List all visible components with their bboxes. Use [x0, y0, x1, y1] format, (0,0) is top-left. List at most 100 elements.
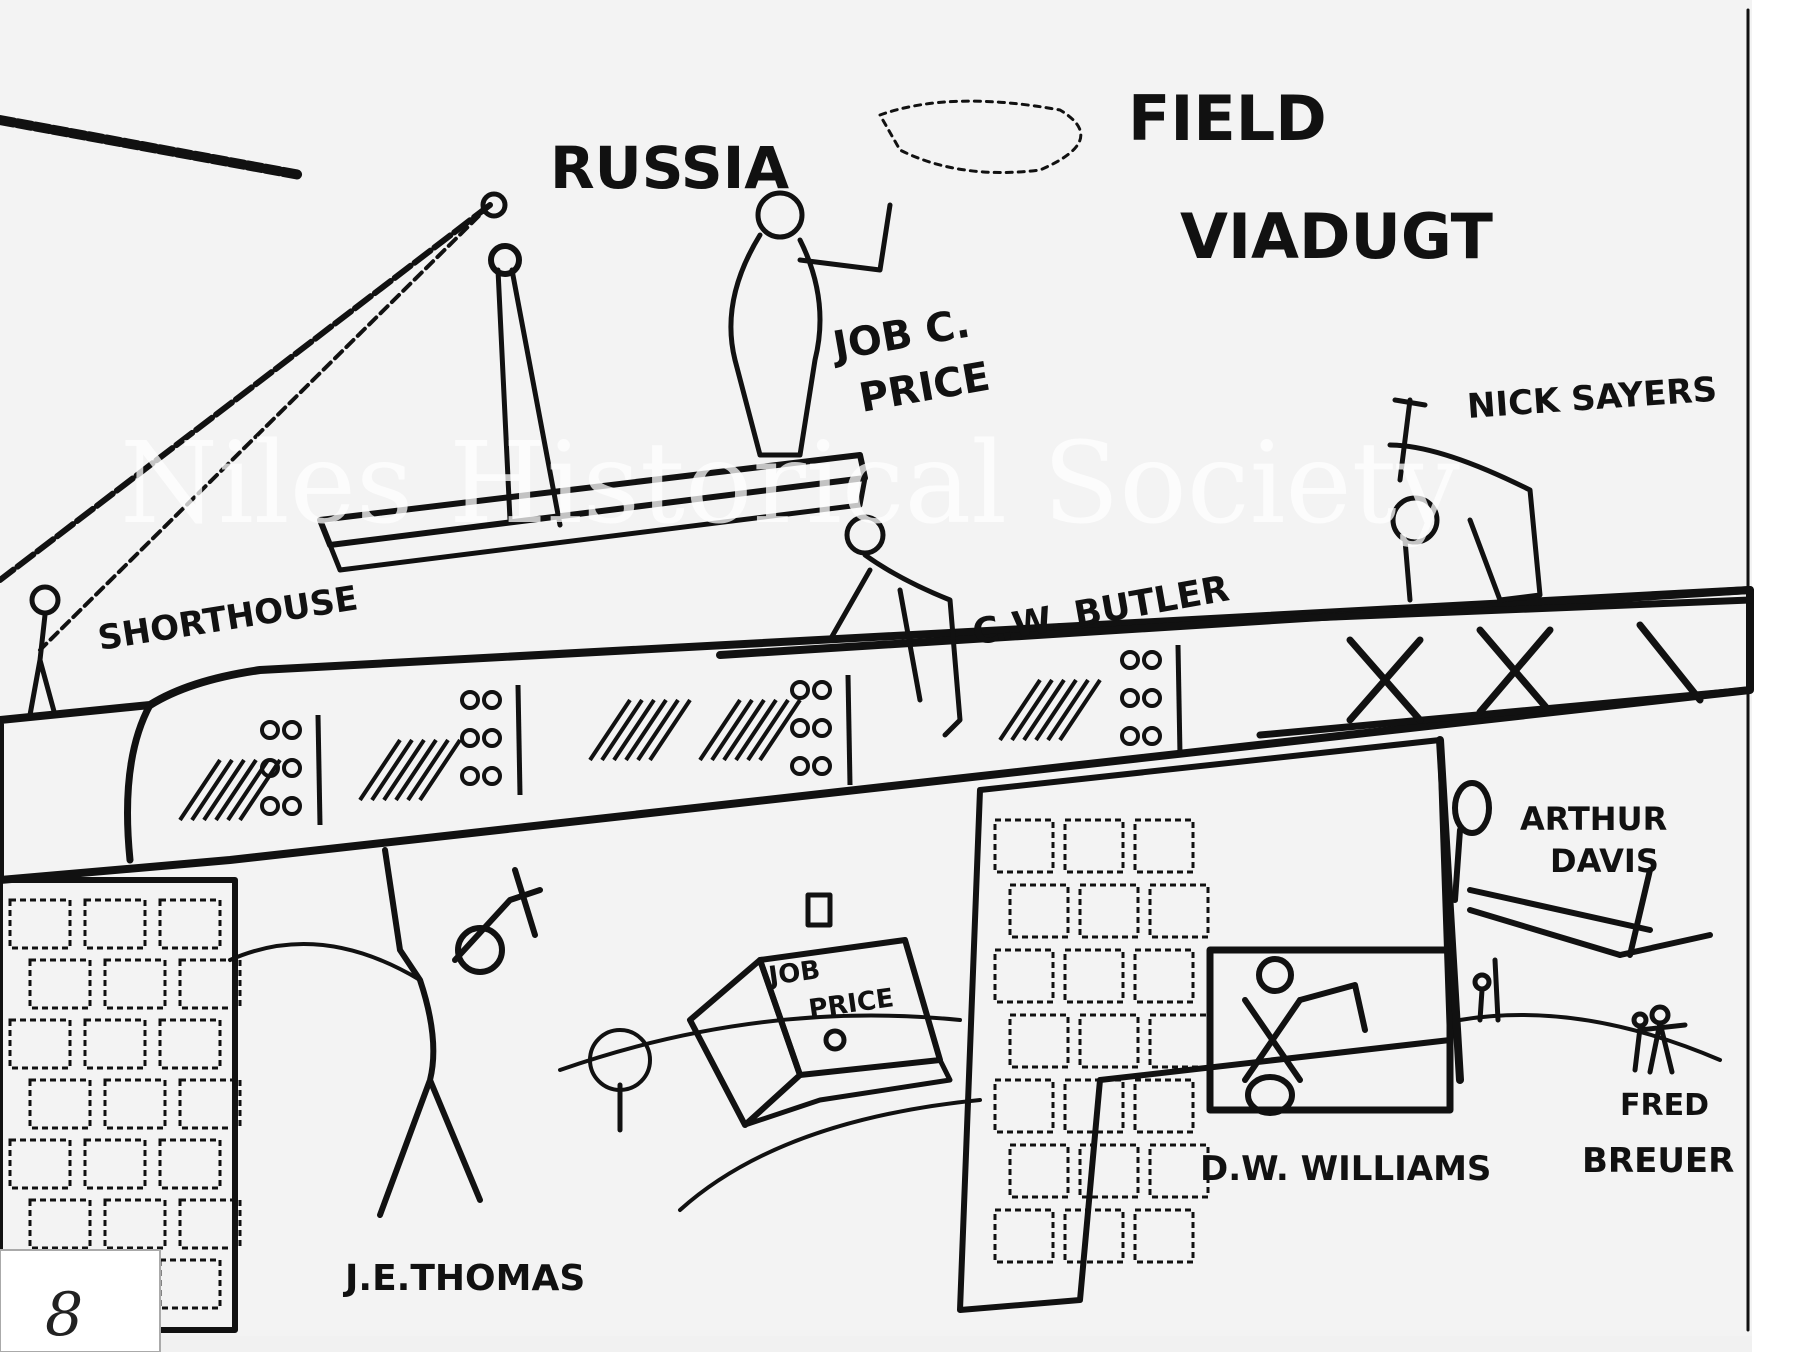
rivet [790, 718, 810, 738]
hatch-line [648, 698, 692, 762]
stone-block [1063, 818, 1125, 874]
label-fred-breuer-line2: BREUER [1582, 1141, 1734, 1181]
stone-block [8, 1138, 72, 1190]
label-je-thomas: J.E.THOMAS [342, 1258, 585, 1299]
beam-hatching [178, 678, 1102, 822]
ground [228, 942, 1722, 1212]
rivet [260, 796, 280, 816]
rivet [790, 756, 810, 776]
figure-shorthouse [27, 584, 61, 718]
rivet [482, 766, 502, 786]
beam-rivets [260, 644, 1183, 826]
stone-block [83, 1138, 147, 1190]
hatch-line [190, 758, 234, 822]
stone-block [103, 958, 167, 1010]
hatch-line [998, 678, 1042, 742]
figure-nick-sayers [1387, 397, 1543, 603]
stone-block [993, 818, 1055, 874]
stone-block [158, 1138, 222, 1190]
stone-block [1008, 1143, 1070, 1199]
stone-block [1133, 1078, 1195, 1134]
stone-block [1063, 948, 1125, 1004]
hanging-girder-flange [327, 475, 868, 573]
stone-block [1133, 948, 1195, 1004]
rivet [790, 680, 810, 700]
hatch-line [588, 698, 632, 762]
rivet [482, 690, 502, 710]
stone-block [1078, 1143, 1140, 1199]
stone-block [1008, 1013, 1070, 1069]
label-house-job: JOB [765, 955, 822, 992]
hatch-line [1046, 678, 1090, 742]
hatch-line [758, 698, 802, 762]
hatch-line [1010, 678, 1054, 742]
rivet [282, 720, 302, 740]
splice-plate [1175, 644, 1183, 756]
stone-block [178, 1198, 242, 1250]
hatch-line [238, 758, 282, 822]
figure-job-c-price [728, 190, 893, 458]
stone-block [1148, 883, 1210, 939]
main-beam [0, 586, 1754, 884]
crane [0, 115, 563, 652]
stone-block [993, 1208, 1055, 1264]
rivet [1120, 726, 1140, 746]
stone-block [1078, 883, 1140, 939]
stone-block [28, 958, 92, 1010]
corner-tag [0, 1249, 161, 1352]
stone-block [83, 898, 147, 950]
stone-block [103, 1198, 167, 1250]
hatch-line [418, 738, 462, 802]
corner-number: 8 [45, 1280, 83, 1350]
hatch-line [370, 738, 414, 802]
paper-margin [1752, 0, 1800, 1352]
rivet [260, 720, 280, 740]
hatch-line [226, 758, 270, 822]
stone-block [178, 1078, 242, 1130]
stone-block [1133, 818, 1195, 874]
figure-dw-williams [1242, 956, 1368, 1116]
rivet [460, 690, 480, 710]
figure-je-thomas [377, 847, 543, 1218]
stone-block [993, 948, 1055, 1004]
hatch-line [734, 698, 778, 762]
rivet [460, 728, 480, 748]
stone-block [8, 1018, 72, 1070]
rivet [282, 796, 302, 816]
hatch-line [406, 738, 450, 802]
stone-block [993, 1078, 1055, 1134]
rivet [1142, 726, 1162, 746]
hatch-line [636, 698, 680, 762]
title-russia: RUSSIA [550, 134, 789, 202]
rivet [812, 680, 832, 700]
stone-block [103, 1078, 167, 1130]
rivet [282, 758, 302, 778]
hatch-line [612, 698, 656, 762]
stone-block [1133, 1208, 1195, 1264]
stone-block [1063, 1078, 1125, 1134]
stone-block [28, 1078, 92, 1130]
splice-plate [515, 684, 523, 796]
label-fred-breuer-line1: FRED [1620, 1088, 1709, 1123]
stone-block [158, 1018, 222, 1070]
stone-block [158, 898, 222, 950]
rivet [812, 718, 832, 738]
label-arthur-davis-line1: ARTHUR [1520, 800, 1667, 838]
rivet [460, 766, 480, 786]
splice-plate [315, 714, 323, 826]
falsework [1467, 867, 1713, 958]
truss [1346, 621, 1704, 724]
label-dw-williams: D.W. WILLIAMS [1200, 1149, 1491, 1189]
stone-block [1148, 1013, 1210, 1069]
job-price-house [687, 892, 953, 1128]
hatch-line [394, 738, 438, 802]
smoke-cloud [878, 99, 1083, 174]
figure-cw-butler [827, 514, 963, 738]
rivet [1120, 650, 1140, 670]
stone-block [28, 1198, 92, 1250]
rivet [812, 756, 832, 776]
hatch-line [624, 698, 668, 762]
title-field: FIELD [1128, 82, 1327, 155]
hatch-line [746, 698, 790, 762]
hatch-line [178, 758, 222, 822]
